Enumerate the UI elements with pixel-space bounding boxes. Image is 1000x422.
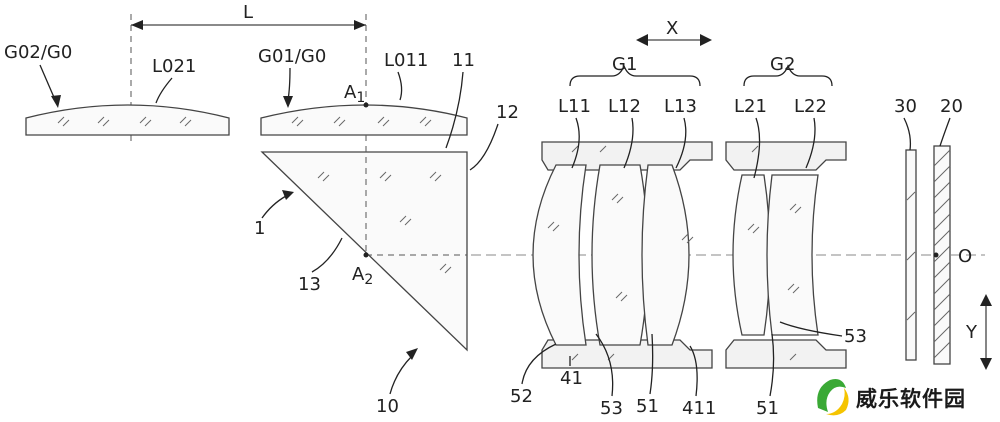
label-53b: 53: [844, 326, 867, 347]
watermark: 威乐软件园: [812, 379, 966, 416]
label-12: 12: [496, 102, 519, 123]
label-A1: A1: [344, 82, 365, 106]
label-20: 20: [940, 96, 963, 117]
leaf-swirl-logo-icon: [812, 379, 849, 416]
element-30: [905, 149, 917, 361]
label-G2: G2: [770, 54, 795, 75]
label-X: X: [666, 18, 678, 39]
label-Y: Y: [965, 322, 978, 343]
label-G01-G0: G01/G0: [258, 46, 326, 67]
prism-1: [260, 135, 468, 352]
label-L22: L22: [794, 96, 827, 117]
element-20: [933, 145, 951, 365]
label-L13: L13: [664, 96, 697, 117]
label-A2: A2: [352, 264, 373, 288]
label-30: 30: [894, 96, 917, 117]
label-L12: L12: [608, 96, 641, 117]
label-411: 411: [682, 398, 716, 419]
label-L011: L011: [384, 50, 428, 71]
lens-L011: [260, 104, 468, 136]
label-11: 11: [452, 50, 475, 71]
label-1: 1: [254, 218, 265, 239]
lens-group-G1: [532, 141, 713, 369]
label-L11: L11: [558, 96, 591, 117]
y-direction-arrow: Y: [965, 294, 992, 370]
label-41: 41: [560, 368, 583, 389]
watermark-text: 威乐软件园: [856, 387, 966, 411]
point-A1: [363, 102, 369, 108]
lens-group-G2: [725, 141, 847, 369]
label-L021: L021: [152, 56, 196, 77]
label-G1: G1: [612, 54, 637, 75]
label-G02-G0: G02/G0: [4, 42, 72, 63]
label-10: 10: [376, 396, 399, 417]
label-L21: L21: [734, 96, 767, 117]
point-A2: [363, 252, 369, 258]
label-13: 13: [298, 274, 321, 295]
label-O: O: [958, 246, 972, 267]
x-direction-arrow: X: [636, 18, 712, 46]
label-51a: 51: [636, 396, 659, 417]
label-51b: 51: [756, 398, 779, 419]
label-53a: 53: [600, 398, 623, 419]
lens-L021: [25, 104, 230, 136]
label-L: L: [243, 2, 253, 23]
label-52: 52: [510, 386, 533, 407]
